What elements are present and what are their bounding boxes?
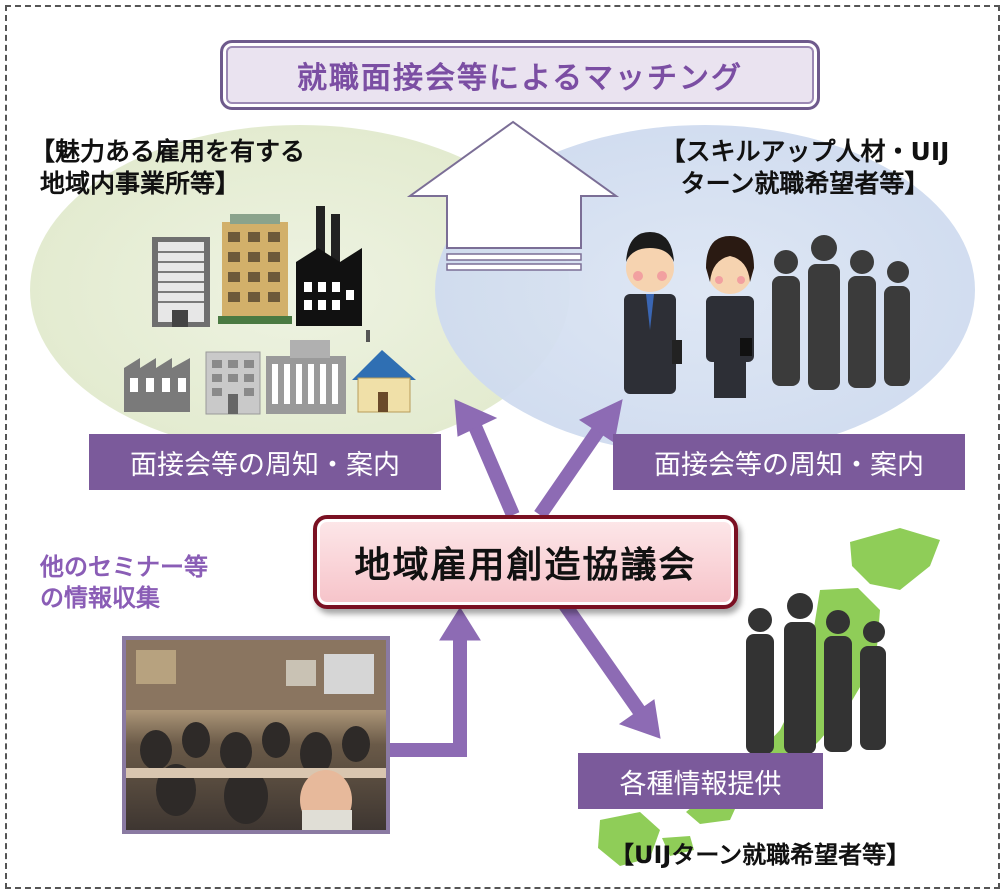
employer-group-line1: 【魅力ある雇用を有する [30,137,306,166]
notice-right-box: 面接会等の周知・案内 [613,434,965,490]
office-block-icon [266,340,346,414]
office-small-icon [205,351,261,415]
employer-group-label: 【魅力ある雇用を有する 地域内事業所等】 [30,136,305,200]
dashed-frame [5,5,1000,889]
connector-arrows [390,399,661,757]
factory-icon [296,206,362,326]
house-icon [352,330,416,413]
seminar-photo [122,636,390,834]
council-box: 地域雇用創造協議会 [313,515,738,609]
seminar-label: 他のセミナー等 の情報収集 [40,552,208,613]
jobseeker-group-line2: ターン就職希望者等】 [680,169,930,198]
bottom-group-label: 【UIJターン就職希望者等】 [610,840,910,871]
notice-left-box: 面接会等の周知・案内 [89,434,441,490]
office-building-icon [152,237,210,327]
jobseeker-group-line1: 【スキルアップ人材・UIJ [660,137,950,166]
council-text: 地域雇用創造協議会 [354,545,697,586]
businesswoman-icon [706,236,754,398]
seminar-line1: 他のセミナー等 [40,553,208,581]
businessman-icon [624,232,682,394]
jobseeker-group-label: 【スキルアップ人材・UIJ ターン就職希望者等】 [620,136,990,200]
factory-small-icon [124,358,190,412]
people-silhouette-icon [772,235,910,390]
employer-group-line2: 地域内事業所等】 [40,169,241,198]
matching-banner: 就職面接会等によるマッチング [220,40,820,110]
matching-up-arrow [406,120,620,271]
notice-right-text: 面接会等の周知・案内 [654,449,924,481]
seminar-line2: の情報収集 [40,583,160,612]
info-provide-box: 各種情報提供 [578,753,823,809]
apartment-building-icon [218,214,292,324]
people-silhouette-bottom-icon [746,593,886,754]
matching-banner-text: 就職面接会等によるマッチング [297,61,743,96]
notice-left-text: 面接会等の周知・案内 [130,449,400,481]
bottom-group-text: 【UIJターン就職希望者等】 [610,841,911,869]
info-provide-text: 各種情報提供 [619,768,782,800]
